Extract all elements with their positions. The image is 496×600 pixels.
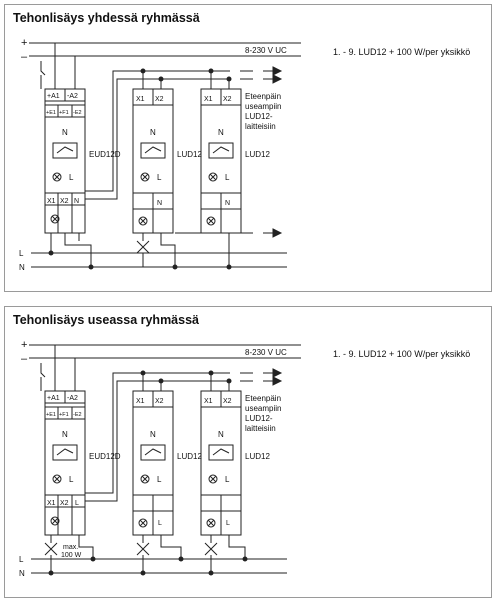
lud2-l-mark: L <box>225 475 230 484</box>
lud2-n-mark: N <box>218 430 224 439</box>
terminal-e1: +E1 <box>46 110 56 116</box>
terminal-a2: -A2 <box>67 93 78 100</box>
lamp-watt-label: 100 W <box>61 552 82 559</box>
eud12d-label: EUD12D <box>89 150 121 159</box>
eud-l-mark: L <box>69 173 74 182</box>
lud1-label: LUD12 <box>177 452 202 461</box>
eud12d-label: EUD12D <box>89 452 121 461</box>
terminal-a1: +A1 <box>47 395 60 402</box>
further-line-4: laitteisiin <box>245 122 276 131</box>
lamp-symbol-2 <box>136 542 150 556</box>
lud2-x1: X1 <box>204 96 213 103</box>
eud-l-mark: L <box>69 475 74 484</box>
further-line-2: useampiin <box>245 102 281 111</box>
terminal-n: N <box>74 198 79 205</box>
panel-title: Tehonlisäys useassa ryhmässä <box>13 313 199 327</box>
l-rail-label: L <box>19 249 24 258</box>
minus-label: – <box>21 353 28 365</box>
terminal-f1: +F1 <box>59 412 69 418</box>
panel-title: Tehonlisäys yhdessä ryhmässä <box>13 11 200 25</box>
n-rail-label: N <box>19 569 25 578</box>
lud2-label: LUD12 <box>245 150 270 159</box>
lud2-n-mark: N <box>218 128 224 137</box>
lud1-label: LUD12 <box>177 150 202 159</box>
lud1-x1: X1 <box>136 398 145 405</box>
note-label: 1. - 9. LUD12 + 100 W/per yksikkö <box>333 349 470 359</box>
terminal-x2: X2 <box>60 198 69 205</box>
lud2-bottom-l: L <box>226 520 230 527</box>
terminal-e2: -E2 <box>73 412 82 418</box>
lud2-label: LUD12 <box>245 452 270 461</box>
plus-label: + <box>21 37 27 49</box>
lud2-bottom-n: N <box>225 200 230 207</box>
further-line-3: LUD12- <box>245 414 273 423</box>
terminal-a1: +A1 <box>47 93 60 100</box>
lud1-x2: X2 <box>155 96 164 103</box>
lud1-l-mark: L <box>157 475 162 484</box>
voltage-label: 8-230 V UC <box>245 46 287 55</box>
terminal-e1: +E1 <box>46 412 56 418</box>
lud2-x2: X2 <box>223 398 232 405</box>
lud2-x1: X1 <box>204 398 213 405</box>
plus-label: + <box>21 339 27 351</box>
further-line-2: useampiin <box>245 404 281 413</box>
diagram-panel-multi-group: Tehonlisäys useassa ryhmässä <box>4 306 492 598</box>
wiring-diagram-multi-group: + – L N 8-230 V UC 1. - 9. LUD12 + 100 W… <box>19 339 470 578</box>
lud1-x2: X2 <box>155 398 164 405</box>
terminal-l: L <box>75 500 79 507</box>
diagram-panel-single-group: Tehonlisäys yhdessä ryhmässä <box>4 4 492 292</box>
lud1-n-mark: N <box>150 430 156 439</box>
terminal-x2: X2 <box>60 500 69 507</box>
lud1-n-mark: N <box>150 128 156 137</box>
minus-label: – <box>21 51 28 63</box>
lamp-symbol <box>136 240 150 254</box>
eud-n-mark: N <box>62 430 68 439</box>
lud2-l-mark: L <box>225 173 230 182</box>
terminal-a2: -A2 <box>67 395 78 402</box>
further-line-4: laitteisiin <box>245 424 276 433</box>
terminal-x1: X1 <box>47 198 56 205</box>
lud1-x1: X1 <box>136 96 145 103</box>
lud2-x2: X2 <box>223 96 232 103</box>
terminal-x1: X1 <box>47 500 56 507</box>
lamp-symbol-3 <box>204 542 218 556</box>
terminal-f1: +F1 <box>59 110 69 116</box>
further-line-1: Eteenpäin <box>245 394 281 403</box>
lud1-l-mark: L <box>157 173 162 182</box>
further-line-3: LUD12- <box>245 112 273 121</box>
wiring-diagram-single-group: + – L N 8-230 V UC 1. - 9. LUD12 + 100 W… <box>19 37 470 272</box>
lamp-max-label: max. <box>63 544 78 551</box>
lamp-symbol-1 <box>44 542 58 556</box>
lud1-bottom-n: N <box>157 200 162 207</box>
voltage-label: 8-230 V UC <box>245 348 287 357</box>
further-line-1: Eteenpäin <box>245 92 281 101</box>
lud1-bottom-l: L <box>158 520 162 527</box>
n-rail-label: N <box>19 263 25 272</box>
terminal-e2: -E2 <box>73 110 82 116</box>
eud-n-mark: N <box>62 128 68 137</box>
note-label: 1. - 9. LUD12 + 100 W/per yksikkö <box>333 47 470 57</box>
l-rail-label: L <box>19 555 24 564</box>
